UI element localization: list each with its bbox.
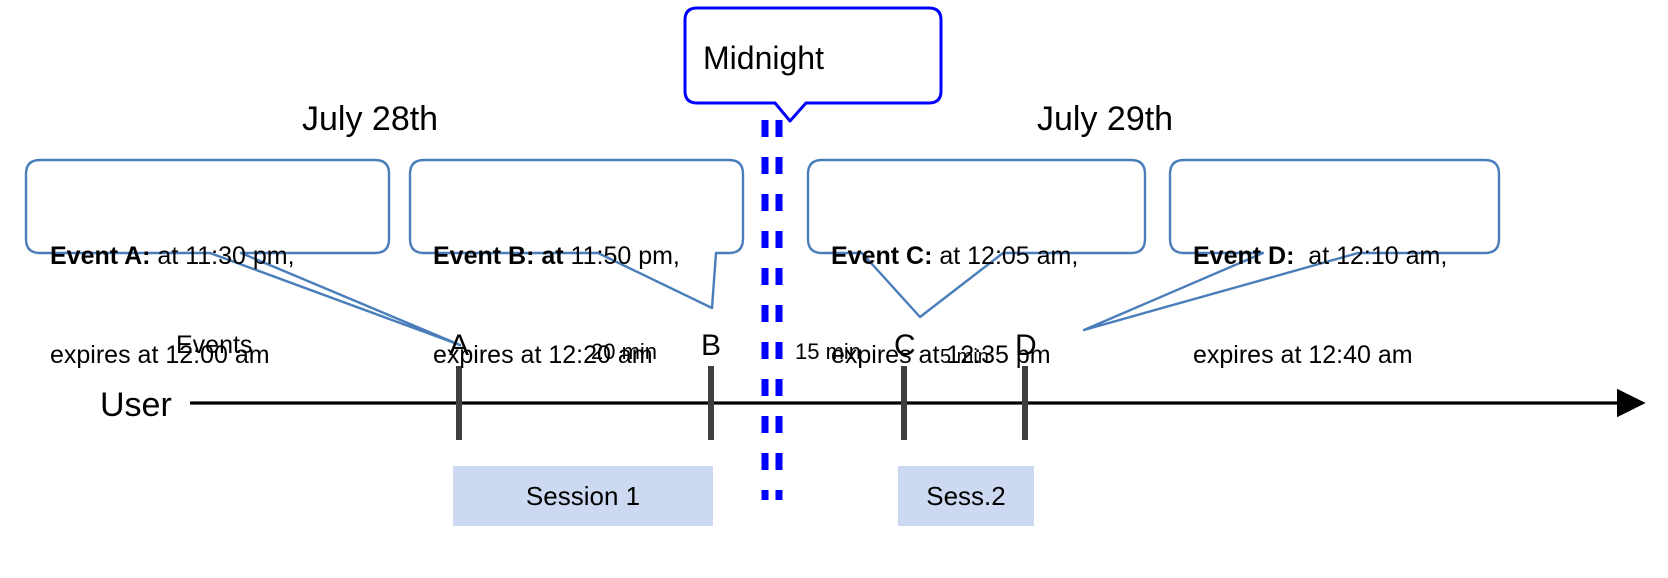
row-label-user: User [100,386,172,424]
gap-label-a-b: 20 min [591,339,658,364]
callout-d-title: Event D: [1193,242,1295,270]
callout-a-line1: at 11:30 pm, [150,242,295,270]
event-letter-a: A [449,329,470,362]
callout-b-line1: 11:50 pm, [563,242,680,270]
date-label-left: July 28th [302,100,439,138]
callout-c-line2: expires at 12:35 pm [831,341,1051,369]
event-letter-d: D [1015,329,1037,362]
midnight-dashed-line [761,120,783,500]
gap-label-b-c: 15 min [795,339,862,364]
callout-b-title: Event B: [433,242,535,270]
session-box-1: Session 1 [453,466,713,526]
callout-a-line2: expires at 12:00 am [50,341,270,369]
midnight-label: Midnight [703,40,824,76]
callout-a-title: Event A: [50,242,151,270]
callout-a-text: Event A: at 11:30 pm, expires at 12:00 a… [50,174,380,438]
callout-d-text: Event D: at 12:10 am, expires at 12:40 a… [1193,174,1498,438]
callout-d-line1: at 12:10 am, [1294,242,1448,270]
callout-b-text: Event B: at 11:50 pm, expires at 12:20 a… [433,174,738,438]
date-label-right: July 29th [1037,100,1174,138]
session-2-label: Sess.2 [926,480,1006,511]
event-letter-b: B [701,329,722,362]
session-1-label: Session 1 [525,480,641,511]
session-box-2: Sess.2 [898,466,1034,526]
row-label-events: Events [176,331,253,359]
callout-c-title: Event C: [831,242,933,270]
callout-b-line2: expires at 12:20 am [433,341,653,369]
gap-label-c-d: 5 min [940,346,989,368]
callout-d-line2: expires at 12:40 am [1193,341,1413,369]
event-letter-c: C [894,329,916,362]
callout-c-text: Event C: at 12:05 am, expires at 12:35 p… [831,174,1141,438]
callout-b-title-extra: at [534,242,564,270]
callout-c-line1: at 12:05 am, [932,242,1079,270]
